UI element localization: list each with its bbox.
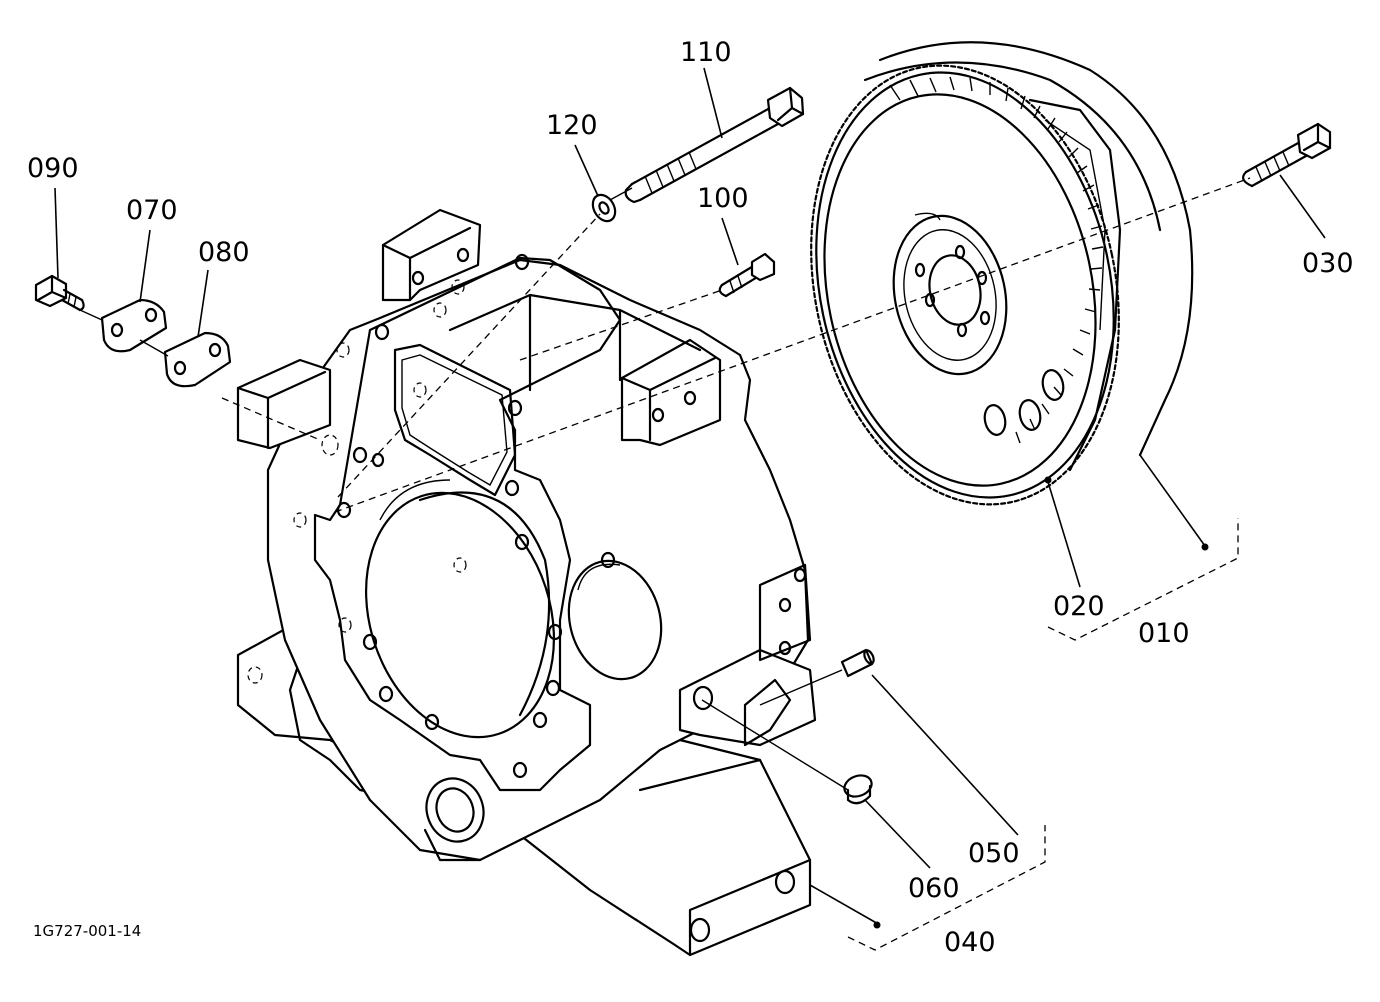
housing-bolt-holes bbox=[247, 253, 616, 779]
leader-dots bbox=[873, 476, 1209, 929]
callout-020: 020 bbox=[1053, 591, 1105, 622]
callout-080: 080 bbox=[198, 237, 250, 268]
flywheel bbox=[810, 41, 1194, 506]
flywheel-hub bbox=[892, 214, 1008, 376]
callout-010: 010 bbox=[1138, 618, 1190, 649]
callout-060: 060 bbox=[908, 873, 960, 904]
leader-lines bbox=[54, 67, 1326, 951]
callout-030: 030 bbox=[1302, 248, 1354, 279]
callout-100: 100 bbox=[697, 183, 749, 214]
part-090-bolt bbox=[34, 274, 85, 312]
part-120-washer bbox=[591, 193, 617, 223]
flywheel-housing bbox=[236, 208, 817, 957]
part-070-plate bbox=[100, 298, 168, 353]
callout-050: 050 bbox=[968, 838, 1020, 869]
part-110-long-bolt bbox=[624, 86, 805, 204]
callout-090: 090 bbox=[27, 153, 79, 184]
drawing-code: 1G727-001-14 bbox=[33, 922, 141, 940]
assembly-lines bbox=[79, 177, 1251, 791]
part-030-bolt bbox=[1242, 122, 1332, 188]
part-050-dowel-pin bbox=[840, 648, 875, 678]
flywheel-ring-gear bbox=[815, 71, 1115, 499]
part-100-stud bbox=[718, 252, 776, 298]
callout-040: 040 bbox=[944, 927, 996, 958]
callout-labels: 110 120 100 090 070 080 030 020 010 050 … bbox=[27, 37, 1354, 958]
callout-070: 070 bbox=[126, 195, 178, 226]
flywheel-teeth bbox=[889, 76, 1104, 444]
part-080-gasket bbox=[163, 331, 232, 388]
callout-120: 120 bbox=[546, 110, 598, 141]
part-060-plug bbox=[843, 774, 873, 805]
callout-110: 110 bbox=[680, 37, 732, 68]
